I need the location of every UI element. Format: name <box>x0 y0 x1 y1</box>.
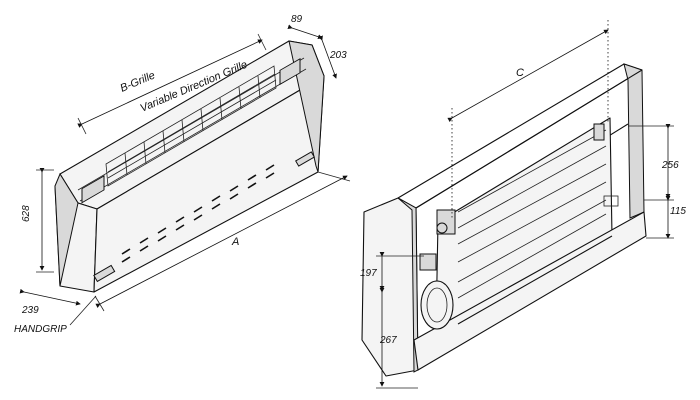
label-dim-197: 197 <box>360 268 377 279</box>
label-b-grille: B-Grille <box>118 69 156 94</box>
rear-unit-base <box>413 211 647 371</box>
rear-dimensions <box>376 20 674 389</box>
label-dim-267: 267 <box>379 335 397 346</box>
label-depth-203: 203 <box>329 50 347 61</box>
rear-unit-right-post <box>623 63 645 219</box>
rear-unit-view <box>361 63 647 377</box>
label-dim-c: C <box>516 67 524 79</box>
front-unit-left-end <box>54 172 79 287</box>
label-dim-115: 115 <box>670 206 686 217</box>
label-depth-239: 239 <box>21 305 39 316</box>
valve-fitting-lower <box>419 253 437 271</box>
right-drain <box>603 195 619 207</box>
label-handgrip: HANDGRIP <box>14 324 67 335</box>
handgrip-right <box>295 151 315 167</box>
rear-unit-left-end-panel <box>361 197 419 377</box>
front-unit-view <box>54 40 325 293</box>
front-dimensions <box>19 24 351 326</box>
label-depth-89: 89 <box>291 14 303 25</box>
round-duct-opening <box>420 280 454 330</box>
label-dim-a: A <box>231 236 239 248</box>
label-height-628: 628 <box>21 205 32 222</box>
right-bracket <box>593 123 605 141</box>
valve-knob <box>436 222 448 234</box>
rear-unit-left-end-edge <box>397 197 419 373</box>
right-small-grille <box>279 58 301 86</box>
label-dim-256: 256 <box>661 160 679 171</box>
